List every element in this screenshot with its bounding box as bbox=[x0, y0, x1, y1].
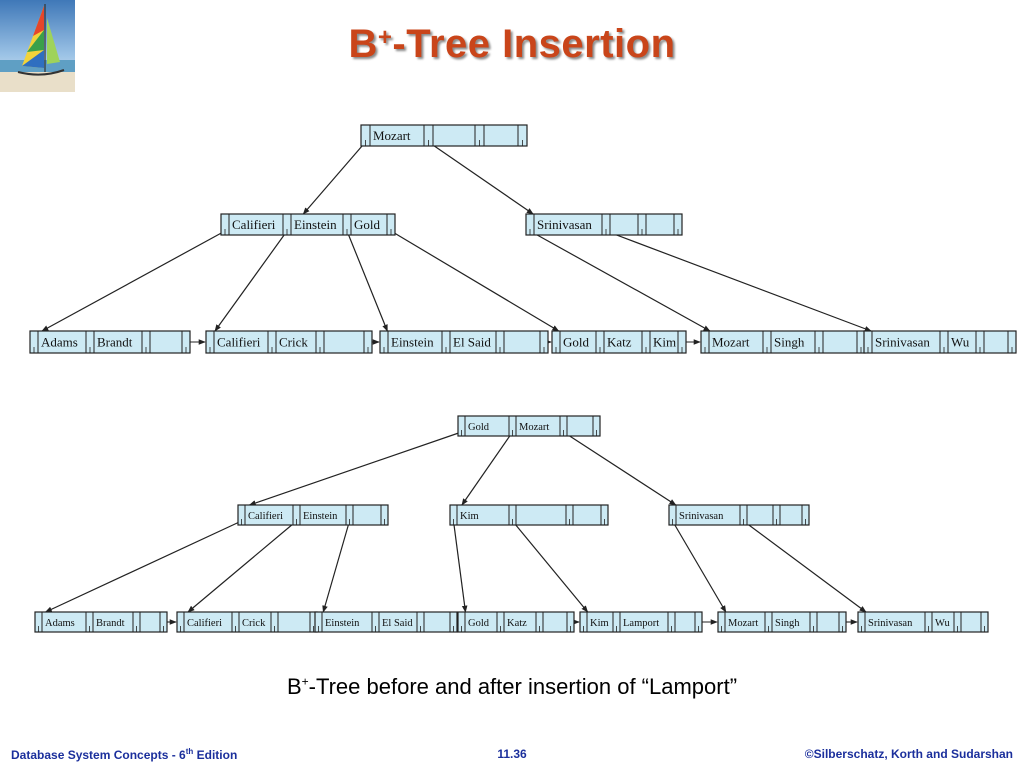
tree-node-root: Gold Mozart bbox=[457, 415, 601, 437]
node-key: Einstein bbox=[294, 217, 337, 232]
node-key: Kim bbox=[460, 511, 479, 522]
slide-title: B+-Tree Insertion bbox=[348, 22, 676, 66]
child-pointer-edge bbox=[512, 520, 589, 613]
child-pointer-edge bbox=[461, 431, 513, 506]
node-key: Wu bbox=[951, 335, 970, 350]
node-key: Crick bbox=[279, 335, 308, 350]
node-key: Katz bbox=[607, 335, 632, 350]
node-key: Califieri bbox=[248, 511, 283, 522]
node-key: El Said bbox=[453, 335, 491, 350]
footer-book-title: Database System Concepts - 6th Edition bbox=[11, 747, 238, 762]
tree-node-leaf-kim: Kim Lamport bbox=[579, 611, 703, 633]
node-key: Gold bbox=[468, 422, 490, 433]
node-key: Einstein bbox=[325, 618, 360, 629]
node-key: Singh bbox=[775, 618, 800, 629]
node-key: Srinivasan bbox=[868, 618, 913, 629]
tree-node-int-c: Srinivasan bbox=[668, 504, 810, 526]
tree-node-leaf-califieri: Califieri Crick bbox=[176, 611, 318, 633]
tree-node-leaf-mozart: Mozart Singh bbox=[717, 611, 847, 633]
node-key: Adams bbox=[41, 335, 78, 350]
tree-node-int-right: Srinivasan bbox=[525, 213, 683, 236]
node-key: Einstein bbox=[303, 511, 338, 522]
tree-node-int-left: Califieri Einstein Gold bbox=[220, 213, 396, 236]
child-pointer-edge bbox=[529, 230, 711, 332]
child-pointer-edge bbox=[743, 520, 867, 613]
tree-node-leaf-einstein: Einstein El Said bbox=[379, 330, 549, 354]
node-key: El Said bbox=[382, 618, 413, 629]
node-key: Mozart bbox=[519, 422, 549, 433]
node-key: Mozart bbox=[373, 128, 411, 143]
node-key: Brandt bbox=[96, 618, 125, 629]
child-pointer-edge bbox=[302, 141, 366, 215]
node-key: Srinivasan bbox=[679, 511, 724, 522]
tree-node-leaf-gold: Gold Katz Kim bbox=[551, 330, 687, 354]
child-pointer-edge bbox=[390, 230, 560, 332]
footer-page-number: 11.36 bbox=[497, 747, 527, 761]
node-key: Mozart bbox=[712, 335, 750, 350]
node-key: Srinivasan bbox=[875, 335, 930, 350]
node-key: Srinivasan bbox=[537, 217, 592, 232]
child-pointer-edge bbox=[41, 230, 226, 332]
node-key: Katz bbox=[507, 618, 527, 629]
node-key: Gold bbox=[354, 217, 381, 232]
child-pointer-edge bbox=[187, 520, 297, 613]
tree-node-leaf-einstein: Einstein El Said bbox=[314, 611, 458, 633]
child-pointer-edge bbox=[44, 520, 242, 613]
child-pointer-edge bbox=[322, 520, 351, 613]
slide-footer: Database System Concepts - 6th Edition 1… bbox=[0, 747, 1024, 763]
node-key: Gold bbox=[468, 618, 490, 629]
child-pointer-edge bbox=[346, 230, 388, 332]
child-pointer-edge bbox=[605, 230, 872, 332]
node-key: Wu bbox=[935, 618, 950, 629]
child-pointer-edge bbox=[248, 431, 462, 506]
node-key: Crick bbox=[242, 618, 266, 629]
node-key: Gold bbox=[563, 335, 590, 350]
figure-caption: B+-Tree before and after insertion of “L… bbox=[286, 674, 738, 699]
sailboat-logo-icon bbox=[0, 0, 75, 92]
node-key: Kim bbox=[590, 618, 609, 629]
node-key: Brandt bbox=[97, 335, 133, 350]
tree-node-root: Mozart bbox=[360, 124, 528, 147]
child-pointer-edge bbox=[214, 230, 288, 332]
tree-node-leaf-mozart: Mozart Singh bbox=[700, 330, 866, 354]
node-key: Califieri bbox=[232, 217, 276, 232]
node-key: Einstein bbox=[391, 335, 434, 350]
tree-node-leaf-adams: Adams Brandt bbox=[29, 330, 191, 354]
tree-node-leaf-califieri: Califieri Crick bbox=[205, 330, 373, 354]
node-key: Adams bbox=[45, 618, 75, 629]
child-pointer-edge bbox=[671, 520, 727, 613]
tree-node-leaf-srinivasan: Srinivasan Wu bbox=[863, 330, 1017, 354]
child-pointer-edge bbox=[452, 520, 468, 613]
tree-node-leaf-adams: Adams Brandt bbox=[34, 611, 168, 633]
tree-node-int-b: Kim bbox=[449, 504, 609, 526]
child-pointer-edge bbox=[563, 431, 677, 506]
node-key: Lamport bbox=[623, 618, 659, 629]
node-key: Kim bbox=[653, 335, 676, 350]
footer-copyright: ©Silberschatz, Korth and Sudarshan bbox=[804, 747, 1013, 761]
child-pointer-edge bbox=[428, 141, 534, 215]
node-key: Califieri bbox=[187, 618, 222, 629]
tree-node-leaf-gold: Gold Katz bbox=[457, 611, 575, 633]
node-key: Mozart bbox=[728, 618, 758, 629]
node-key: Califieri bbox=[217, 335, 261, 350]
tree-node-int-a: Califieri Einstein bbox=[237, 504, 389, 526]
tree-node-leaf-srinivasan: Srinivasan Wu bbox=[857, 611, 989, 633]
node-key: Singh bbox=[774, 335, 805, 350]
